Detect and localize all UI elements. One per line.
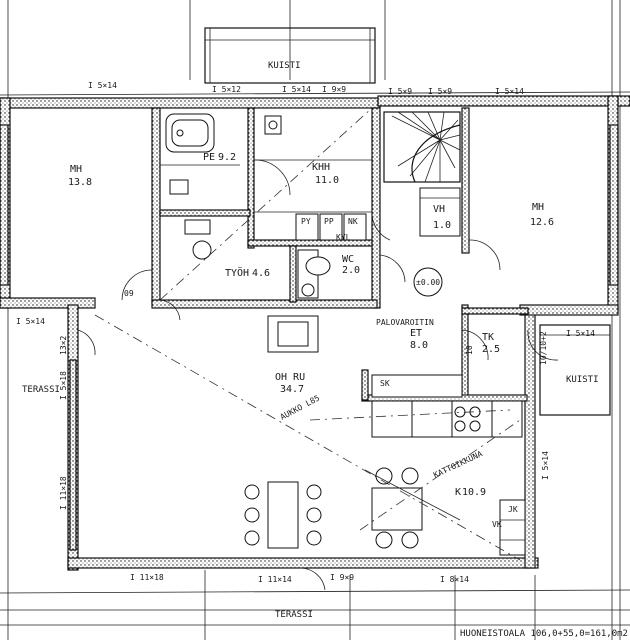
label-sk: SK [380, 379, 390, 388]
kitchen-counters [371, 374, 526, 556]
room-vh-area: 1.0 [433, 220, 451, 231]
dining-set [244, 467, 423, 549]
dim-top6: I 5×9 [428, 87, 452, 96]
area-summary: HUONEISTOALA 106,0+55,0=161,0m2 [460, 629, 628, 639]
room-tk-area: 2.5 [482, 344, 500, 355]
label-nk: NK [348, 217, 358, 226]
bathroom-fixtures [160, 113, 282, 195]
dim-door3: 13×2 [59, 336, 68, 355]
dim-door4: 10/10+2 [539, 331, 548, 365]
room-tyoh-name: TYÖH [225, 266, 249, 279]
dim-bottom2: I 11×14 [258, 575, 292, 584]
room-labels: MH 13.8 PE 9.2 KHH 11.0 WC 2.0 TYÖH 4.6 … [68, 152, 554, 498]
label-vk: VK [492, 520, 502, 529]
room-mh-right-area: 12.6 [530, 217, 554, 228]
room-tyoh-area: 4.6 [252, 268, 270, 279]
dim-bottom3: I 9×9 [330, 573, 354, 582]
fireplace [267, 315, 319, 353]
label-kyl: KYL [336, 233, 351, 242]
label-kuisti-top: KUISTI [268, 61, 301, 71]
room-pe-name: PE [203, 152, 215, 163]
room-wc-name: WC [342, 254, 354, 265]
room-oh-ru-area: 34.7 [280, 384, 304, 395]
dim-right2: I 5×14 [541, 451, 550, 480]
room-oh-ru-name: OH RU [275, 372, 305, 383]
dimension-labels: I 5×14 I 5×12 I 5×14 I 9×9 I 5×9 I 5×9 I… [16, 81, 595, 584]
label-terassi-bottom: TERASSI [275, 610, 313, 620]
exterior-walls [0, 95, 630, 571]
label-palovaroitin: PALOVAROITIN [376, 318, 434, 327]
ceiling-lines [94, 107, 521, 561]
room-vh-name: VH [433, 204, 445, 215]
dim-left1: I 5×14 [16, 317, 45, 326]
dim-door2: 10 [465, 345, 474, 355]
label-pp: PP [324, 217, 334, 226]
room-wc-area: 2.0 [342, 265, 360, 276]
misc-labels: KUISTI KUISTI TERASSI TERASSI ±0.00 PALO… [22, 61, 628, 639]
label-zero-level: ±0.00 [416, 278, 440, 287]
room-mh-left-name: MH [70, 164, 82, 175]
porch-top [204, 27, 376, 84]
label-kuisti-right: KUISTI [566, 375, 599, 385]
dim-bottom1: I 11×18 [130, 573, 164, 582]
label-py: PY [301, 217, 311, 226]
interior-walls [151, 107, 529, 402]
dim-top7: I 5×14 [495, 87, 524, 96]
room-pe-area: 9.2 [218, 152, 236, 163]
label-jk: JK [508, 505, 518, 514]
dim-top3: I 5×14 [282, 85, 311, 94]
label-terassi-left: TERASSI [22, 385, 60, 395]
sauna-benches [254, 159, 372, 241]
dim-right1: I 5×14 [566, 329, 595, 338]
porch-right [539, 324, 611, 416]
room-k-name: K [455, 487, 461, 498]
label-kattoikkuna: KATTOIKKUNA [432, 449, 484, 480]
room-k-area: 10.9 [462, 487, 486, 498]
room-et-area: 8.0 [410, 340, 428, 351]
room-et-name: ET [410, 328, 422, 339]
dim-top2: I 5×12 [212, 85, 241, 94]
utility-fixtures [184, 219, 331, 299]
dim-left2: I 5×18 [59, 371, 68, 400]
room-khh-name: KHH [312, 162, 330, 173]
room-khh-area: 11.0 [315, 175, 339, 186]
dim-door1: 09 [124, 289, 134, 298]
label-aukko: AUKKO L85 [279, 393, 322, 421]
room-tk-name: TK [482, 332, 494, 343]
room-mh-right-name: MH [532, 202, 544, 213]
dim-top4: I 9×9 [322, 85, 346, 94]
dim-top5: I 5×9 [388, 87, 412, 96]
dim-left3: I 11×18 [59, 476, 68, 510]
window-posts [0, 124, 619, 551]
dim-top1: I 5×14 [88, 81, 117, 90]
room-mh-left-area: 13.8 [68, 177, 92, 188]
stairs [383, 111, 461, 237]
dim-bottom4: I 8×14 [440, 575, 469, 584]
door-swings [77, 159, 559, 591]
